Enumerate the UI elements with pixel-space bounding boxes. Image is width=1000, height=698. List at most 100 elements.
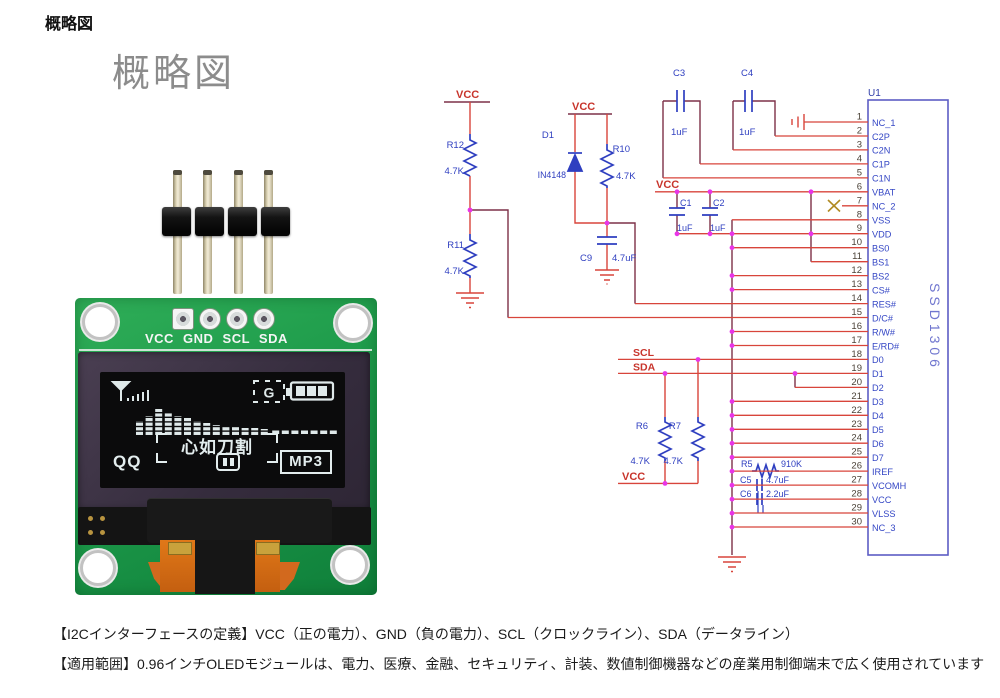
bracket-icon bbox=[267, 453, 278, 463]
eq-bar bbox=[251, 428, 259, 435]
oled-screen: G 心如刀割 bbox=[100, 372, 345, 488]
test-point bbox=[100, 530, 105, 535]
header-housing bbox=[195, 207, 224, 236]
pin-number: 7 bbox=[857, 195, 862, 206]
pin-number: 26 bbox=[851, 461, 862, 472]
g-badge-icon: G bbox=[253, 380, 285, 403]
pin-number: 6 bbox=[857, 181, 862, 192]
part-ref: C5 bbox=[740, 475, 752, 485]
schematic-wires bbox=[444, 100, 812, 555]
junction-dot bbox=[674, 231, 680, 237]
eq-bar bbox=[212, 425, 220, 435]
pin-tip bbox=[264, 170, 273, 175]
pin-number: 3 bbox=[857, 139, 862, 150]
eq-dash bbox=[329, 430, 337, 434]
junction-dot bbox=[729, 496, 735, 502]
junction-dot bbox=[695, 357, 701, 362]
junction-dot bbox=[729, 413, 735, 418]
footer-interface-definition: 【I2Cインターフェースの定義】VCC（正の電力）、GND（負の電力）、SCL（… bbox=[53, 626, 799, 642]
pin-number: 12 bbox=[851, 265, 862, 276]
no-connect-icon bbox=[827, 199, 841, 213]
doc-label: 概略図 bbox=[45, 16, 94, 33]
eq-bar bbox=[136, 421, 143, 435]
display-bezel: G 心如刀割 bbox=[78, 352, 370, 510]
part-value: 1uF bbox=[671, 127, 688, 138]
pin-number: 28 bbox=[851, 489, 862, 500]
pin-number: 18 bbox=[851, 349, 862, 360]
song-title: 心如刀割 bbox=[156, 433, 278, 463]
header-housing bbox=[261, 207, 290, 236]
part-value: 4.7K bbox=[444, 266, 464, 277]
part-ref: R11 bbox=[447, 240, 464, 251]
ic-ref: U1 bbox=[868, 88, 881, 99]
eq-bar bbox=[203, 423, 211, 435]
vcc-label: VCC bbox=[456, 89, 479, 101]
part-ref: R10 bbox=[613, 144, 630, 155]
pin-label: D7 bbox=[872, 453, 884, 463]
test-point bbox=[88, 516, 93, 521]
schematic-diagram: U1 SSD1306 1NC_12C2P3C2N4C1P5C1N6VBAT7NC… bbox=[444, 68, 949, 573]
eq-bar bbox=[232, 427, 239, 435]
part-ref: R12 bbox=[447, 140, 464, 151]
eq-bar bbox=[174, 416, 182, 435]
mounting-hole bbox=[80, 550, 116, 586]
pin-tip bbox=[173, 170, 182, 175]
junction-dot bbox=[662, 481, 668, 486]
footer-application-scope: 【適用範囲】0.96インチOLEDモジュールは、電力、医療、金融、セキュリティ、… bbox=[53, 656, 985, 672]
pin-label: C1P bbox=[872, 160, 890, 170]
eq-bar bbox=[193, 421, 201, 435]
solder-pad-gnd bbox=[199, 308, 221, 330]
resistor-symbol-r7 bbox=[690, 417, 706, 461]
song-title-text: 心如刀割 bbox=[181, 438, 253, 457]
pin-label: VBAT bbox=[872, 188, 896, 198]
pin-number: 1 bbox=[857, 112, 862, 123]
pin-label: D0 bbox=[872, 355, 884, 365]
pin-number: 24 bbox=[851, 433, 862, 444]
junction-dot bbox=[729, 273, 735, 278]
vcc-label: VCC bbox=[656, 179, 679, 191]
pin-label: D5 bbox=[872, 425, 884, 435]
pin-label: NC_2 bbox=[872, 202, 896, 212]
part-ref: C9 bbox=[580, 253, 592, 264]
pause-icon bbox=[216, 453, 240, 471]
part-value: 4.7K bbox=[630, 456, 650, 467]
pin-number: 29 bbox=[851, 503, 862, 514]
pin-label: NC_3 bbox=[872, 523, 896, 533]
pin-number: 30 bbox=[851, 517, 862, 528]
scl-label: SCL bbox=[633, 347, 655, 359]
eq-dash bbox=[301, 430, 308, 434]
pin-number: 19 bbox=[851, 363, 862, 374]
pin-label: C2P bbox=[872, 132, 890, 142]
eq-dash bbox=[291, 430, 299, 434]
pin-label: BS2 bbox=[872, 271, 889, 281]
pin-number: 8 bbox=[857, 209, 862, 220]
silkscreen-line bbox=[79, 349, 372, 351]
junction-dot bbox=[707, 189, 713, 195]
pin-label: D3 bbox=[872, 397, 884, 407]
cap-symbol-c3 bbox=[676, 90, 685, 112]
junction-dot bbox=[729, 482, 735, 488]
pin-label: D1 bbox=[872, 369, 884, 379]
pin-label: RES# bbox=[872, 299, 897, 309]
eq-bar bbox=[164, 412, 172, 435]
part-value: 4.7K bbox=[663, 456, 683, 467]
pin-label: IREF bbox=[872, 467, 893, 477]
pin-number: 20 bbox=[851, 377, 862, 388]
test-point bbox=[100, 516, 105, 521]
pin-header-photo bbox=[162, 168, 290, 296]
part-ref: C6 bbox=[740, 489, 752, 499]
part-value: 4.7K bbox=[444, 166, 464, 177]
junction-dot bbox=[729, 287, 735, 292]
part-labels: R12 4.7K R11 4.7K D1 IN4148 R10 R10 4.7K… bbox=[444, 68, 802, 499]
pin-label: BS0 bbox=[872, 244, 889, 254]
flex-connector bbox=[147, 498, 332, 543]
junction-dot bbox=[808, 189, 814, 195]
pin-number: 17 bbox=[851, 335, 862, 346]
pin-label: VCC bbox=[872, 495, 892, 505]
part-ref: R5 bbox=[741, 459, 753, 469]
ic-body bbox=[867, 99, 949, 556]
signal-icon bbox=[110, 381, 149, 401]
pin-label: BS1 bbox=[872, 258, 889, 268]
part-value: 4.7K bbox=[616, 171, 636, 182]
